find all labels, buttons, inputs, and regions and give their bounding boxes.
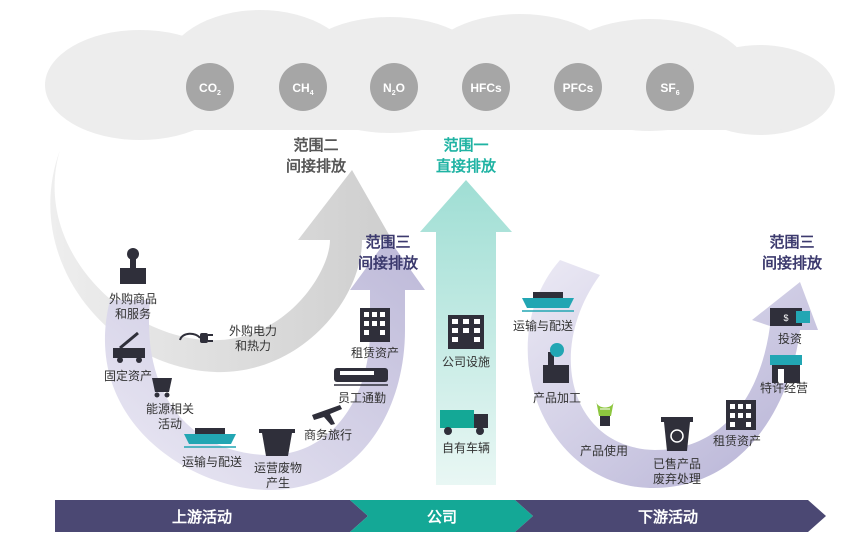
scope3-upstream-arrow [104, 238, 426, 490]
hfcs-bubble: HFCs [462, 63, 510, 111]
airplane-icon [312, 405, 342, 425]
purchased-goods-label-1: 外购商品 [109, 291, 157, 306]
company-building-icon [448, 315, 484, 349]
fuel-energy-label-2: 活动 [158, 417, 182, 431]
downstream-transport-label: 运输与配送 [513, 318, 573, 333]
train-icon [334, 368, 388, 386]
co2-bubble: CO2 [186, 63, 234, 111]
product-use-label: 产品使用 [580, 443, 628, 458]
purchased-goods-label-2: 和服务 [115, 306, 151, 321]
scope2-arrow [50, 150, 393, 373]
band-company-label: 公司 [427, 508, 457, 526]
scope1-subtitle: 直接排放 [436, 157, 497, 175]
band-downstream-label: 下游活动 [638, 508, 698, 526]
sf6-bubble: SF6 [646, 63, 694, 111]
light-bulb-icon [596, 400, 614, 426]
fuel-energy-label-1: 能源相关 [146, 402, 194, 416]
capital-goods-label: 固定资产 [104, 368, 152, 383]
ship-icon [184, 428, 236, 448]
downstream-ship-icon [522, 292, 574, 312]
purchased-electricity-label-2: 和热力 [235, 339, 271, 353]
waste-label-1: 运营废物 [254, 460, 302, 475]
processing-factory-icon [543, 343, 569, 383]
company-truck-icon [440, 410, 488, 435]
mine-cart-icon [152, 378, 172, 398]
downstream-building-icon [726, 400, 756, 430]
upstream-transport-label: 运输与配送 [182, 454, 242, 469]
band-upstream-label: 上游活动 [172, 508, 232, 526]
building-icon [360, 308, 390, 342]
crane-truck-icon [113, 331, 145, 363]
company-vehicles-label: 自有车辆 [442, 440, 490, 455]
scope3-downstream-subtitle: 间接排放 [762, 254, 823, 272]
waste-label-2: 产生 [266, 476, 290, 490]
n2o-bubble: N2O [370, 63, 418, 111]
factory-icon [120, 248, 146, 284]
purchased-electricity-label-1: 外购电力 [229, 323, 277, 338]
scope3-upstream-title: 范围三 [365, 233, 410, 251]
svg-text:SF6: SF6 [660, 81, 679, 97]
downstream-leased-assets-label: 租赁资产 [713, 434, 761, 448]
scope2-subtitle: 间接排放 [286, 157, 347, 175]
scope1-title: 范围一 [443, 136, 488, 154]
scope3-downstream-title: 范围三 [769, 233, 814, 251]
svg-text:N2O: N2O [383, 81, 405, 97]
svg-text:CO2: CO2 [199, 81, 221, 97]
co2-label: CO [199, 81, 217, 95]
svg-text:HFCs: HFCs [470, 81, 502, 95]
business-travel-label: 商务旅行 [304, 427, 352, 442]
svg-text:CH4: CH4 [292, 81, 313, 97]
end-of-life-label-1: 已售产品 [653, 456, 701, 471]
scope3-downstream-arrow [527, 260, 818, 489]
value-chain-band: 上游活动 公司 下游活动 [55, 500, 826, 532]
upstream-leased-assets-label: 租赁资产 [351, 346, 399, 360]
commuting-label: 员工通勤 [338, 391, 386, 405]
pfcs-bubble: PFCs [554, 63, 602, 111]
svg-text:$: $ [783, 313, 788, 323]
ch4-bubble: CH4 [279, 63, 327, 111]
franchises-label: 特许经营 [760, 380, 808, 395]
storefront-icon [770, 355, 802, 383]
scope2-title: 范围二 [293, 136, 338, 154]
processing-label: 产品加工 [533, 391, 581, 405]
end-of-life-label-2: 废弃处理 [653, 471, 701, 486]
power-plug-icon [179, 332, 213, 343]
svg-text:PFCs: PFCs [563, 81, 594, 95]
company-facilities-label: 公司设施 [442, 355, 490, 369]
money-icon: $ [770, 308, 810, 326]
recycle-bin-icon [661, 417, 693, 451]
emission-cloud [45, 10, 835, 140]
investments-label: 投资 [778, 331, 802, 346]
scope3-upstream-subtitle: 间接排放 [358, 254, 419, 272]
dumpster-icon [259, 429, 295, 456]
